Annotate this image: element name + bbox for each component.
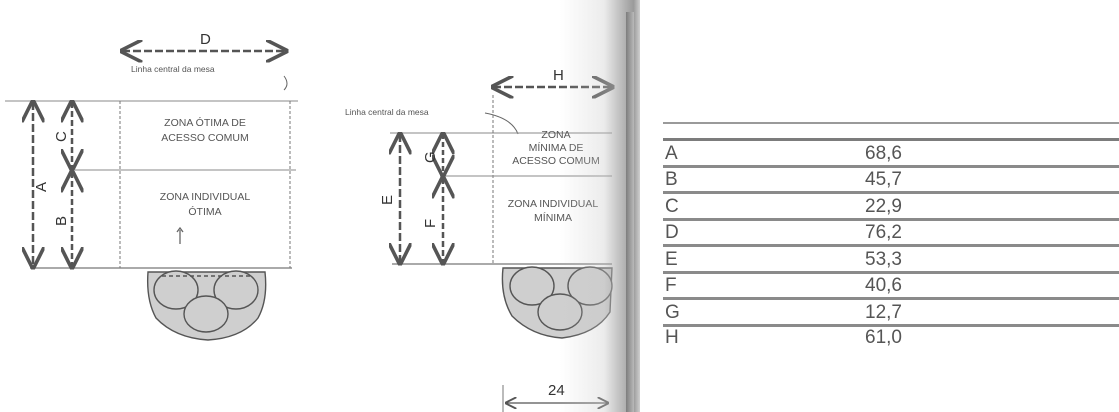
dimension-a-label: A (33, 182, 50, 192)
dimension-f-label: F (422, 219, 439, 228)
left-zone-lower-line1: ZONA INDIVIDUAL (160, 191, 251, 203)
dimension-e-label: E (379, 195, 396, 205)
left-zone-upper-line2: ACESSO COMUM (161, 132, 249, 144)
dimension-h-label: H (553, 67, 564, 84)
left-diagram: D Linha central da mesa ZONA ÓTIMA DE AC… (5, 31, 298, 341)
left-centerline-mark (283, 75, 288, 91)
right-zone-lower-line1: ZONA INDIVIDUAL (508, 198, 599, 210)
right-zone-lower-line2: MÍNIMA (534, 211, 572, 224)
dimension-value: 45,7 (865, 166, 1119, 194)
dimension-d-label: D (200, 31, 211, 48)
dimension-b-label: B (53, 216, 70, 226)
dimension-value: 22,9 (865, 192, 1119, 221)
dimension-key: B (663, 166, 865, 194)
left-zone-upper-line1: ZONA ÓTIMA DE (164, 116, 246, 129)
dimension-value: 12,7 (865, 298, 1119, 327)
dimension-key: F (663, 272, 865, 300)
right-zone-upper-line3: ACESSO COMUM (512, 155, 600, 167)
table-row: H 61,0 (663, 325, 1119, 349)
left-centerline-note: Linha central da mesa (131, 64, 215, 74)
dimension-value: 68,6 (865, 139, 1119, 168)
dimension-c-label: C (53, 131, 70, 142)
dimension-key: G (663, 298, 865, 327)
dimension-value: 61,0 (865, 326, 902, 348)
right-zone-upper-line2: MÍNIMA DE (529, 141, 584, 154)
dimension-key: C (663, 192, 865, 221)
dimension-key: A (663, 139, 865, 168)
left-seated-person-icon (146, 270, 267, 341)
dimension-value: 40,6 (865, 272, 1119, 300)
dimension-key: H (665, 326, 679, 348)
dimension-value: 76,2 (865, 219, 1119, 247)
right-seated-person-icon (501, 266, 613, 339)
dimension-g-label: G (422, 151, 439, 163)
right-centerline-leader (484, 112, 519, 135)
width-dimension-label: 24 (548, 382, 565, 399)
right-diagram: H Linha central da mesa ZONA MÍNIMA DE A… (345, 67, 612, 412)
left-pen-icon (176, 226, 184, 244)
dimension-key: E (663, 245, 865, 274)
right-centerline-note: Linha central da mesa (345, 107, 429, 117)
dimension-key: D (663, 219, 865, 247)
workspace-diagram: D Linha central da mesa ZONA ÓTIMA DE AC… (5, 31, 660, 412)
table-header-rule (663, 122, 1119, 141)
right-zone-upper-line1: ZONA (541, 129, 570, 141)
left-zone-lower-line2: ÓTIMA (188, 205, 221, 218)
dimension-value: 53,3 (865, 245, 1119, 274)
